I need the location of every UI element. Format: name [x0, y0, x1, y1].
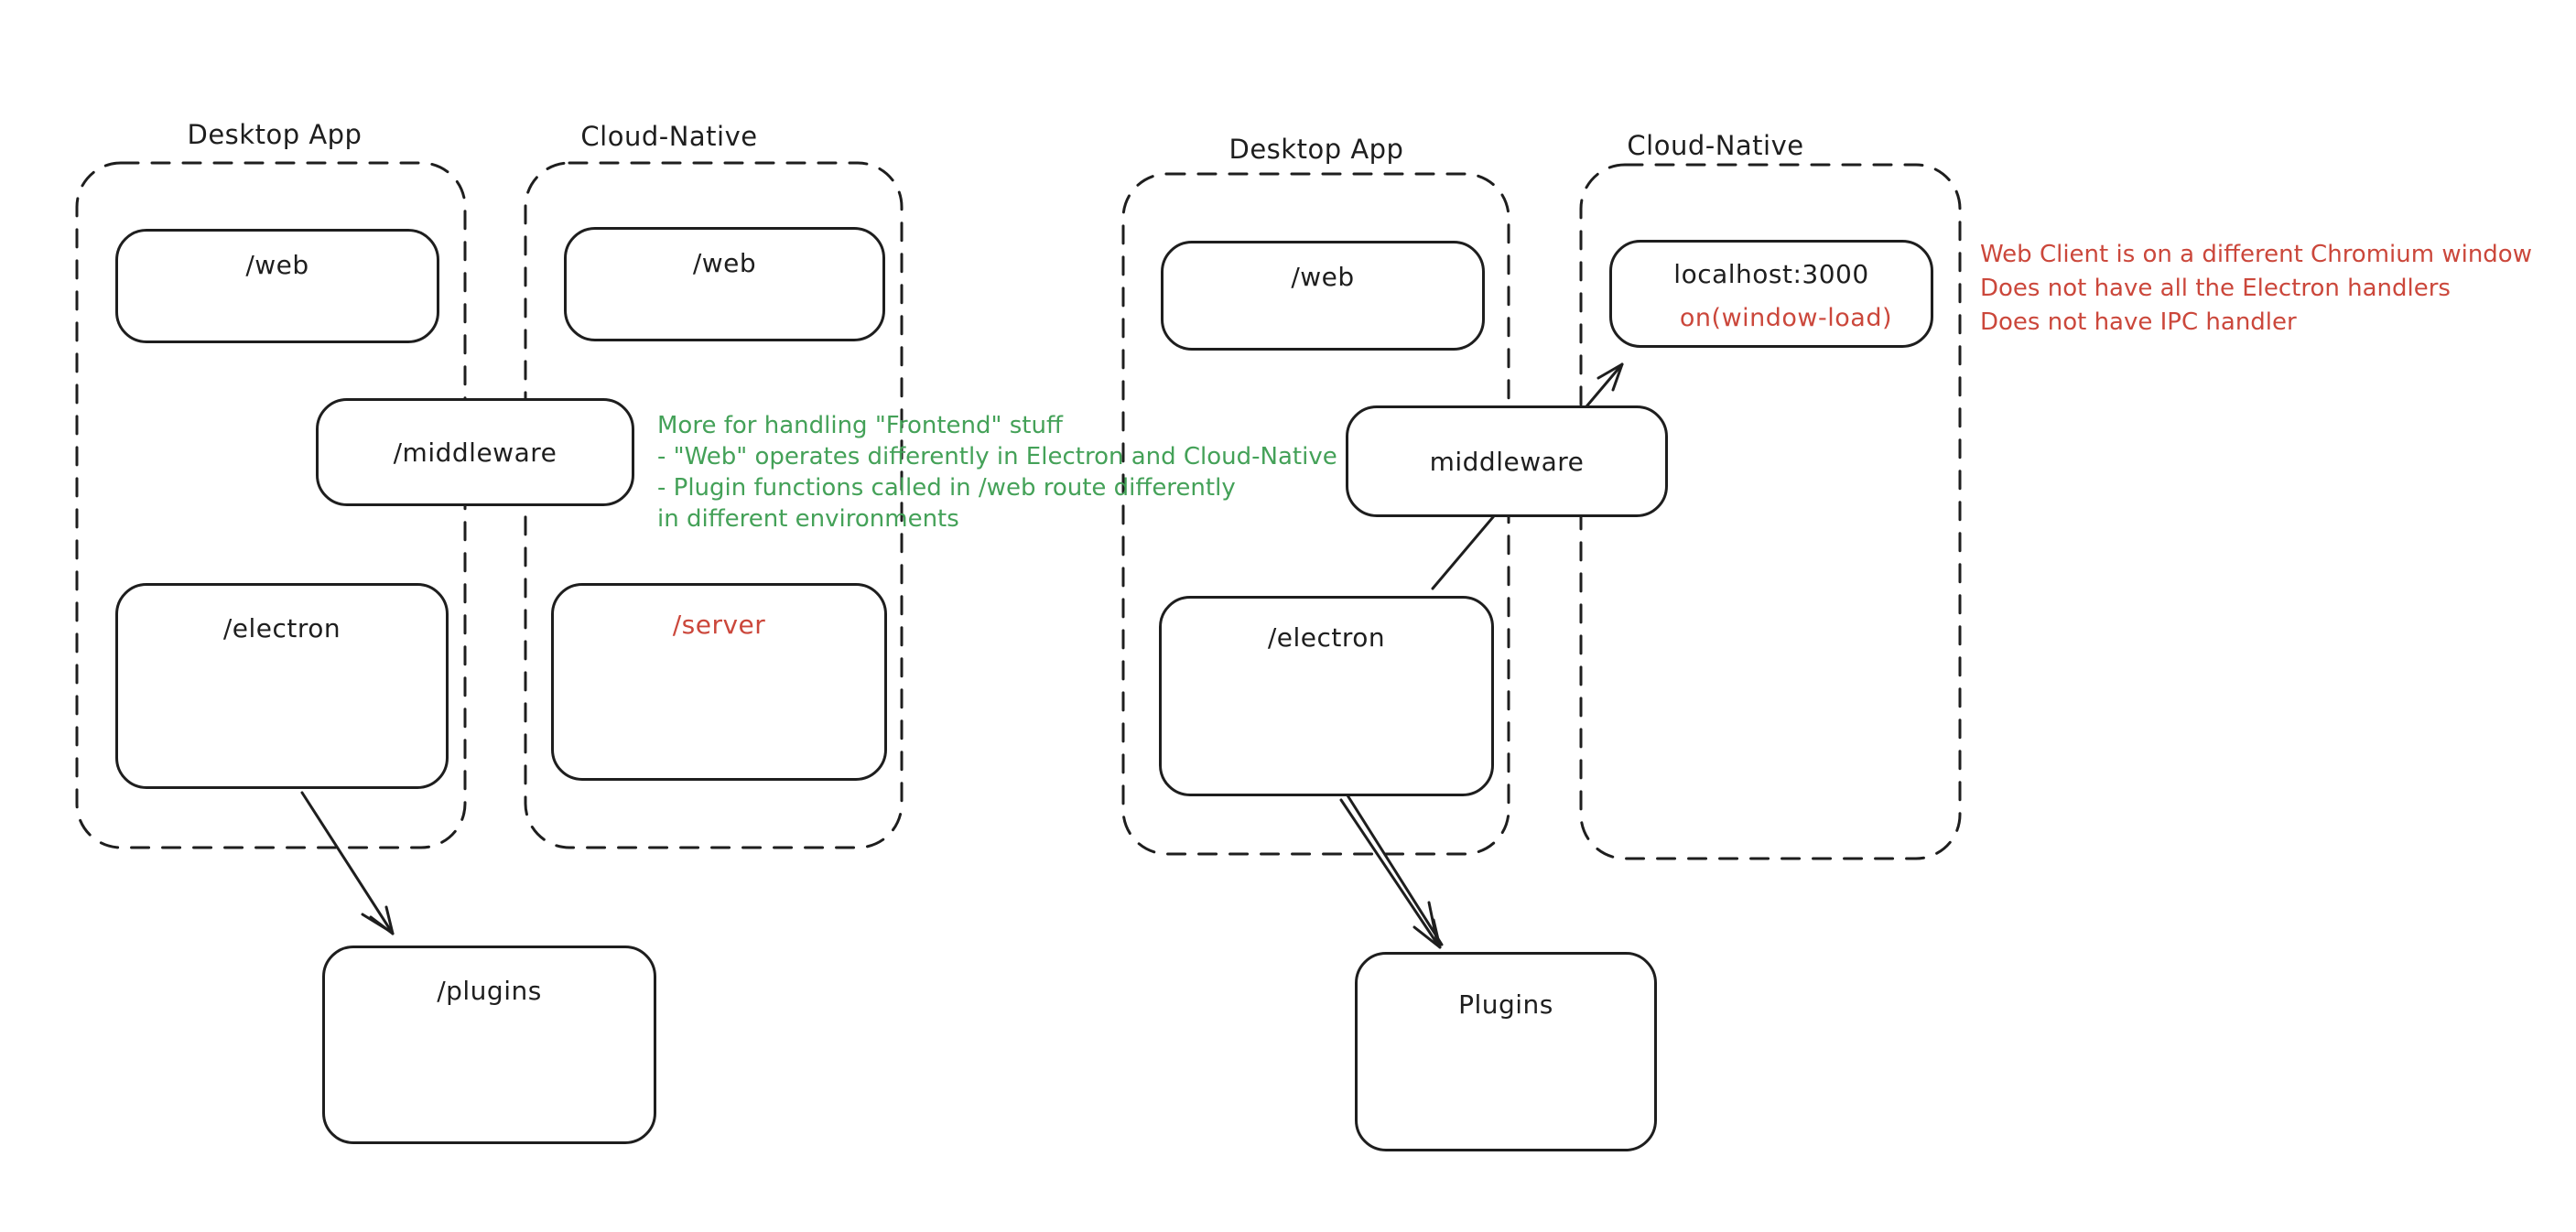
box-electron-left-label: /electron	[222, 613, 341, 643]
box-web-cloud-left-label: /web	[692, 248, 757, 278]
window-load-label: on(window-load)	[1679, 304, 1892, 332]
annotation-frontend-line-4: in different environments	[657, 505, 959, 533]
group-label-desktop-app-left: Desktop App	[187, 119, 363, 150]
box-middleware-left-label: /middleware	[393, 437, 557, 468]
annotation-web-client-note: Web Client is on a different Chromium wi…	[1980, 238, 2532, 340]
arrow-electron-to-plugins-left	[300, 791, 395, 935]
box-electron-right: /electron	[1159, 596, 1494, 796]
box-middleware-right: middleware	[1346, 405, 1668, 517]
box-web-cloud-left: /web	[564, 227, 885, 341]
annotation-frontend-line-1: More for handling "Frontend" stuff	[657, 412, 1063, 439]
box-plugins-left: /plugins	[322, 946, 656, 1144]
annotation-frontend-line-2: - "Web" operates differently in Electron…	[657, 443, 1337, 470]
box-electron-right-label: /electron	[1267, 622, 1386, 653]
box-middleware-left: /middleware	[316, 398, 634, 506]
box-localhost: localhost:3000 on(window-load)	[1609, 240, 1933, 348]
arrow-electron-to-plugins-right	[1339, 794, 1444, 949]
box-localhost-label: localhost:3000	[1673, 259, 1869, 289]
box-plugins-left-label: /plugins	[437, 976, 542, 1006]
box-electron-left: /electron	[115, 583, 449, 789]
box-plugins-right: Plugins	[1355, 952, 1657, 1151]
annotation-web-client-line-2: Does not have all the Electron handlers	[1980, 275, 2451, 302]
group-label-desktop-app-right: Desktop App	[1228, 134, 1404, 165]
group-label-cloud-native-left: Cloud-Native	[580, 121, 758, 152]
box-web-desktop-left: /web	[115, 229, 439, 343]
box-web-desktop-left-label: /web	[245, 250, 309, 280]
annotation-web-client-line-1: Web Client is on a different Chromium wi…	[1980, 241, 2532, 268]
box-server-left-label: /server	[672, 610, 766, 640]
group-label-cloud-native-right: Cloud-Native	[1627, 130, 1804, 161]
annotation-frontend-line-3: - Plugin functions called in /web route …	[657, 474, 1236, 502]
box-middleware-right-label: middleware	[1429, 446, 1585, 477]
annotation-web-client-line-3: Does not have IPC handler	[1980, 308, 2297, 336]
box-web-right-label: /web	[1291, 262, 1355, 292]
box-plugins-right-label: Plugins	[1458, 989, 1553, 1020]
box-web-right: /web	[1161, 241, 1485, 351]
box-server-left: /server	[551, 583, 887, 781]
annotation-frontend-note: More for handling "Frontend" stuff - "We…	[657, 410, 1337, 535]
